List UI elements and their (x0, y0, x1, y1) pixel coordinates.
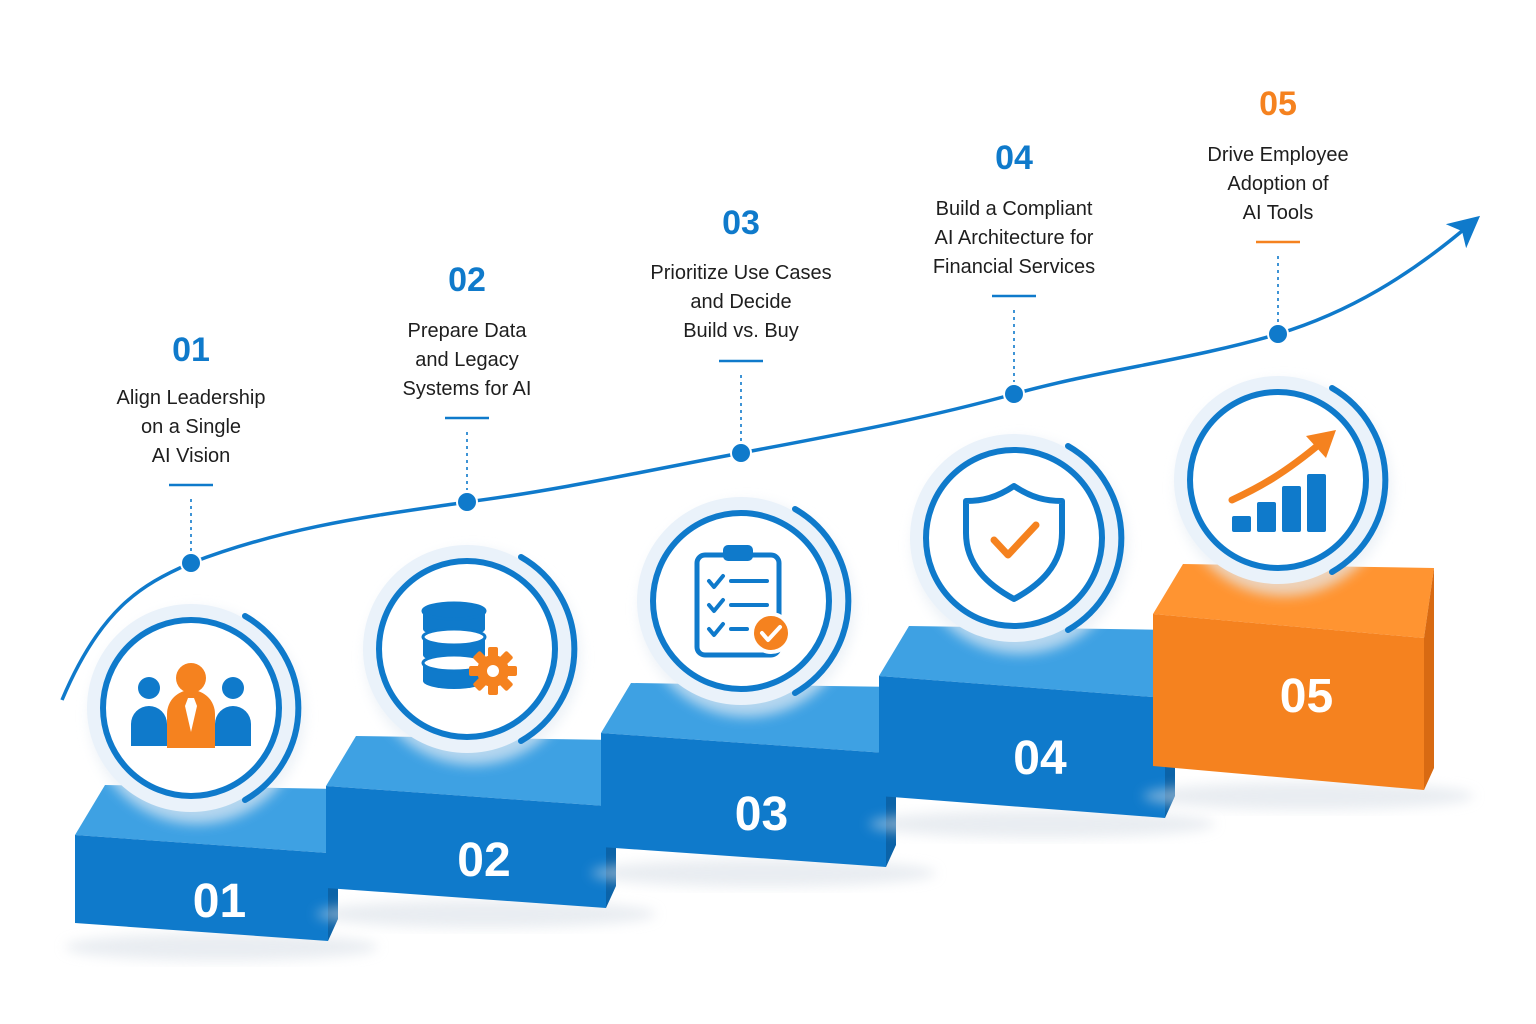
checklist-tick (707, 598, 725, 613)
curve-milestone-dot (456, 491, 478, 513)
step-title-line: and Legacy (415, 349, 518, 371)
approved-badge (750, 612, 792, 654)
medallion-ring (1187, 389, 1369, 571)
step-title-line: and Decide (690, 291, 791, 313)
leader-head (176, 663, 206, 693)
step-title-line: Prepare Data (408, 320, 528, 342)
growth-arrow-line (1228, 438, 1326, 504)
block-front-face (75, 835, 328, 941)
step-title-line: Drive Employee (1207, 144, 1348, 166)
block-top-face (879, 626, 1175, 698)
icon-medallion (637, 497, 855, 717)
step-number: 05 (1259, 85, 1297, 123)
team-member-right-body (215, 706, 251, 746)
block-number-label: 01 (193, 875, 246, 928)
approved-badge-check (760, 625, 782, 642)
medallion-accent-arc (1065, 443, 1125, 633)
leader-tie (185, 698, 197, 732)
icon-medallion (87, 604, 305, 824)
checklist-tick (707, 574, 725, 589)
step-title-line: Prioritize Use Cases (650, 262, 831, 284)
growth-arrow-head (1306, 430, 1336, 458)
team-leader-icon (131, 663, 251, 748)
block-front-face (326, 786, 606, 908)
step-number: 03 (722, 204, 760, 242)
block-number-label: 05 (1280, 670, 1333, 723)
block-number-label: 04 (1013, 732, 1067, 785)
team-member-right-head (222, 677, 244, 699)
database-layer-top (421, 601, 487, 621)
block-shadow (591, 859, 936, 887)
block-top-face (601, 683, 896, 753)
team-member-left-head (138, 677, 160, 699)
block-shadow (1143, 782, 1474, 810)
database-gear-icon (421, 601, 517, 695)
shield-outline (963, 483, 1065, 602)
growth-bar (1282, 486, 1301, 532)
step-title-line: Build a Compliant (936, 198, 1093, 220)
step-title-line: Build vs. Buy (683, 320, 799, 342)
curve-milestone-dot (180, 552, 202, 574)
block-side-face (1424, 568, 1434, 790)
medallion-accent-arc (518, 554, 578, 744)
curve-milestone-dot (730, 442, 752, 464)
shield-check-icon (963, 483, 1065, 602)
block-front-face (1153, 614, 1424, 790)
step-title-line: AI Tools (1243, 202, 1314, 224)
growth-bar (1232, 516, 1251, 532)
step-number: 02 (448, 261, 486, 299)
checklist-tick (707, 622, 725, 637)
curve-milestone-dot (1003, 383, 1025, 405)
step-title-line: Adoption of (1227, 173, 1329, 195)
curve-milestone-dot (1267, 323, 1289, 345)
icon-medallion (1174, 376, 1392, 596)
shield-check-mark (990, 521, 1040, 559)
clipboard-checklist-icon (694, 545, 792, 658)
step-number: 04 (995, 139, 1033, 177)
block-top-face (326, 736, 616, 806)
step-number: 01 (172, 331, 210, 369)
block-top-face (1153, 564, 1434, 638)
block-shadow (65, 933, 378, 961)
medallion-accent-arc (242, 613, 302, 803)
clipboard-clip (723, 545, 753, 561)
block-shadow (316, 900, 656, 928)
growth-bar (1307, 474, 1326, 532)
growth-chart-icon (1228, 430, 1336, 532)
block-shadow (869, 810, 1215, 838)
team-member-left-body (131, 706, 167, 746)
step-title-line: on a Single (141, 416, 241, 438)
block-front-face (879, 676, 1165, 818)
step-title-line: Financial Services (933, 256, 1095, 278)
medallion-accent-arc (792, 506, 852, 696)
gear-hole (487, 665, 499, 677)
block-front-face (601, 733, 886, 867)
medallion-accent-arc (1329, 385, 1389, 575)
growth-bar (1257, 502, 1276, 532)
step-title-line: AI Vision (152, 445, 231, 467)
step-title-line: AI Architecture for (935, 227, 1094, 249)
block-number-label: 02 (457, 834, 510, 887)
icon-medallion (910, 434, 1128, 654)
icon-medallion (363, 545, 581, 765)
block-number-label: 03 (735, 788, 788, 841)
step-title-line: Align Leadership (117, 387, 266, 409)
step-title-line: Systems for AI (403, 378, 532, 400)
database-layer-top (421, 627, 487, 647)
